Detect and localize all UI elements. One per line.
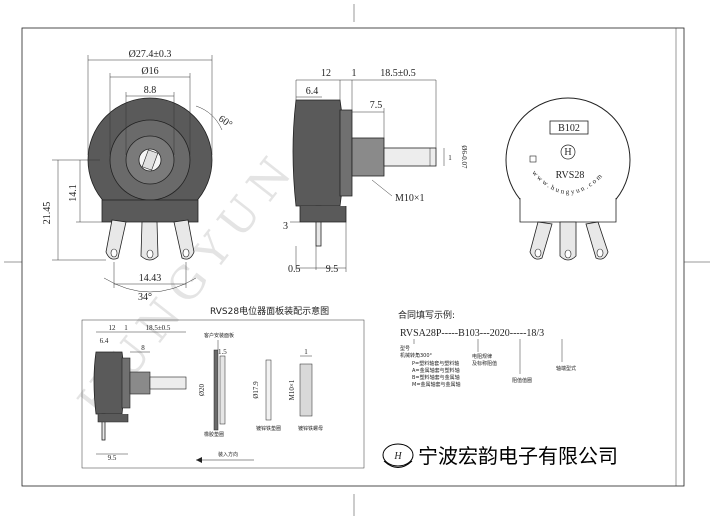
back-logo-letter: H [564, 147, 571, 158]
front-leads [105, 219, 195, 261]
side-bushing [351, 137, 385, 177]
order-value-label: 阻值值圈 [512, 377, 532, 384]
company-logo-icon [382, 443, 414, 467]
dim-side-7-5: 7.5 [370, 100, 383, 111]
side-shaft [383, 147, 437, 167]
order-option-m: M=金属轴套与金属轴 [412, 381, 461, 388]
order-model-label: 型号 [400, 345, 410, 352]
order-code: RVSA28P-----B103---2020-----18/3 [400, 328, 544, 339]
asm-dim-9-5: 9.5 [108, 454, 117, 462]
asm-dim-1-5: 1.5 [218, 348, 227, 356]
sheet-border [21, 27, 685, 487]
order-resistance-label-2: 及标称阻值 [472, 360, 497, 367]
company-logo-letter: H [393, 451, 402, 462]
asm-washer-label: 镀锌铁垫圈 [256, 425, 281, 432]
dim-side-1b: 1 [448, 154, 452, 162]
dim-angle-bottom: 34° [138, 292, 152, 303]
order-resistance-label-1: 电阻规律 [472, 353, 492, 360]
back-logo-icon [560, 144, 576, 160]
side-view: 12 1 18.5±0.5 6.4 7.5 Ø6-0.07 1 M10×1 3 … [283, 68, 468, 275]
dim-shaft-dia: Ø6-0.07 [460, 145, 468, 169]
dim-side-1: 1 [352, 68, 357, 79]
company-block: H 宁波宏韵电子有限公司 [382, 443, 618, 468]
asm-bore: Ø20 [198, 383, 206, 396]
dim-side-6-4: 6.4 [306, 86, 319, 97]
dim-height: 21.45 [42, 202, 53, 225]
asm-panel [213, 349, 219, 431]
front-view: Ø27.4±0.3 Ø16 8.8 60° 21.45 14.1 14.43 3… [42, 49, 234, 303]
company-name: 宁波宏韵电子有限公司 [418, 444, 618, 468]
asm-panel-label: 客户安装面板 [204, 332, 234, 339]
dim-inner: 8.8 [144, 85, 157, 96]
asm-dim-8: 8 [141, 344, 145, 352]
back-model: RVS28 [556, 170, 585, 181]
order-shaft-label: 轴端型式 [556, 365, 576, 372]
order-option-b: B=塑料轴套与金属轴 [412, 374, 460, 381]
assembly-frame [81, 319, 365, 469]
side-housing [292, 99, 345, 207]
dim-height-2: 14.1 [68, 184, 79, 202]
asm-dim-1c: 1 [304, 348, 308, 356]
back-view: B102 H RVS28 www.hungyun.com [505, 97, 631, 261]
asm-dim-6-4: 6.4 [100, 337, 109, 345]
asm-nut [299, 363, 313, 417]
asm-rubber-label: 橡胶垫圈 [204, 431, 224, 438]
back-code: B102 [558, 123, 580, 134]
assembly-diagram: 12 1 18.5±0.5 6.4 8 9.5 客户安装面板 1.5 Ø20 橡… [93, 324, 323, 463]
asm-rubber-washer [219, 355, 226, 425]
asm-washer-dia: Ø17.9 [252, 381, 260, 399]
asm-washer [265, 359, 272, 421]
back-leads [529, 221, 609, 261]
dim-side-0-5: 0.5 [288, 264, 301, 275]
order-title: 合同填写示例: [398, 309, 455, 321]
asm-dim-1: 1 [124, 324, 128, 332]
asm-nut-thread: M10×1 [288, 379, 296, 400]
order-option-a: A=金属轴套与塑料轴 [412, 367, 460, 374]
dim-side-3: 3 [283, 221, 288, 232]
order-model-note: 机械转角300° [400, 352, 433, 359]
dim-side-shaft: 18.5±0.5 [380, 68, 416, 79]
order-option-p: P=塑料轴套与塑料轴 [412, 360, 459, 367]
dim-outer-diameter: Ø27.4±0.3 [129, 49, 172, 60]
code-box [549, 120, 589, 135]
asm-direction-label: 装入方向 [218, 451, 238, 458]
asm-nut-label: 镀锌铁螺母 [298, 425, 323, 432]
asm-dim-12: 12 [109, 324, 117, 332]
assembly-title: RVS28电位器面板装配示意图 [210, 305, 329, 317]
dim-mid-diameter: Ø16 [141, 66, 158, 77]
dim-angle-top: 60° [216, 113, 234, 130]
dim-side-9-5: 9.5 [326, 264, 339, 275]
dim-side-12: 12 [321, 68, 331, 79]
thread-label: M10×1 [395, 193, 425, 204]
dim-pitch: 14.43 [139, 273, 162, 284]
asm-dim-shaft: 18.5±0.5 [146, 324, 171, 332]
order-example: 合同填写示例: RVSA28P-----B103---2020-----18/3… [398, 309, 576, 388]
